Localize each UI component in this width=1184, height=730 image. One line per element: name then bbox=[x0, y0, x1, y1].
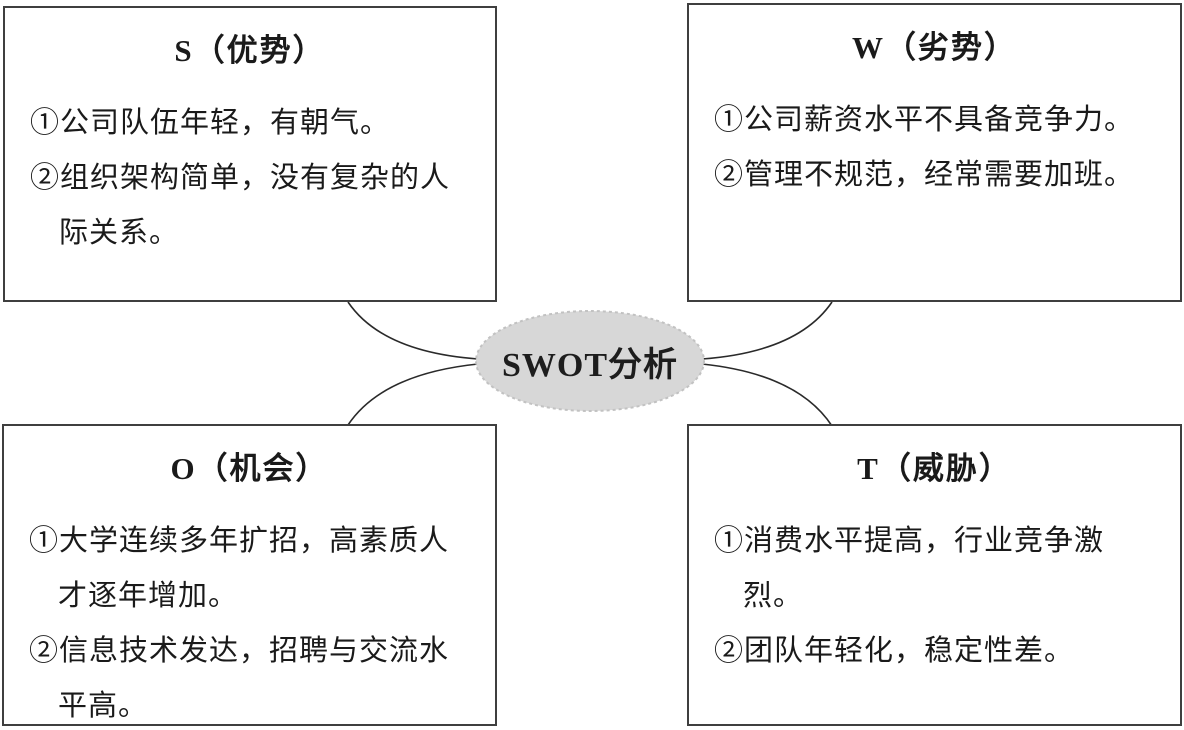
center-label: SWOT分析 bbox=[501, 346, 679, 384]
quadrant-item: ②管理不规范，经常需要加班。 bbox=[714, 159, 1135, 191]
quadrant-item: ①公司薪资水平不具备竞争力。 bbox=[714, 104, 1135, 136]
quadrant-items-weaknesses: ①公司薪资水平不具备竞争力。 ②管理不规范，经常需要加班。 bbox=[714, 93, 1155, 203]
quadrant-title-opportunities: O（机会） bbox=[170, 451, 329, 486]
curve-to-opportunities bbox=[347, 363, 479, 426]
curve-to-strengths bbox=[347, 301, 479, 360]
quadrant-item: ①公司队伍年轻，有朝气。 bbox=[30, 107, 391, 139]
quadrant-box-strengths: S（优势） ①公司队伍年轻，有朝气。 ②组织架构简单，没有复杂的人 际关系。 bbox=[3, 6, 497, 302]
quadrant-item: ②团队年轻化，稳定性差。 bbox=[714, 635, 1075, 667]
quadrant-items-strengths: ①公司队伍年轻，有朝气。 ②组织架构简单，没有复杂的人 际关系。 bbox=[30, 96, 470, 261]
quadrant-item: ②信息技术发达，招聘与交流水 平高。 bbox=[29, 635, 450, 722]
curve-to-threats bbox=[701, 363, 833, 427]
quadrant-box-weaknesses: W（劣势） ①公司薪资水平不具备竞争力。 ②管理不规范，经常需要加班。 bbox=[687, 3, 1182, 302]
quadrant-item: ①消费水平提高，行业竞争激烈。 bbox=[714, 525, 1105, 612]
quadrant-title-weaknesses: W（劣势） bbox=[852, 30, 1017, 65]
curve-to-weaknesses bbox=[701, 301, 833, 360]
quadrant-box-threats: T（威胁） ①消费水平提高，行业竞争激烈。 ②团队年轻化，稳定性差。 bbox=[687, 424, 1182, 726]
quadrant-item: ②组织架构简单，没有复杂的人 际关系。 bbox=[30, 162, 451, 249]
quadrant-title-strengths: S（优势） bbox=[174, 33, 326, 68]
quadrant-box-opportunities: O（机会） ①大学连续多年扩招，高素质人 才逐年增加。 ②信息技术发达，招聘与交… bbox=[2, 424, 497, 726]
quadrant-items-threats: ①消费水平提高，行业竞争激烈。 ②团队年轻化，稳定性差。 bbox=[714, 514, 1155, 679]
quadrant-items-opportunities: ①大学连续多年扩招，高素质人 才逐年增加。 ②信息技术发达，招聘与交流水 平高。 bbox=[29, 514, 470, 730]
center-ellipse bbox=[475, 310, 705, 412]
quadrant-title-threats: T（威胁） bbox=[857, 451, 1012, 486]
quadrant-item: ①大学连续多年扩招，高素质人 才逐年增加。 bbox=[29, 525, 450, 612]
